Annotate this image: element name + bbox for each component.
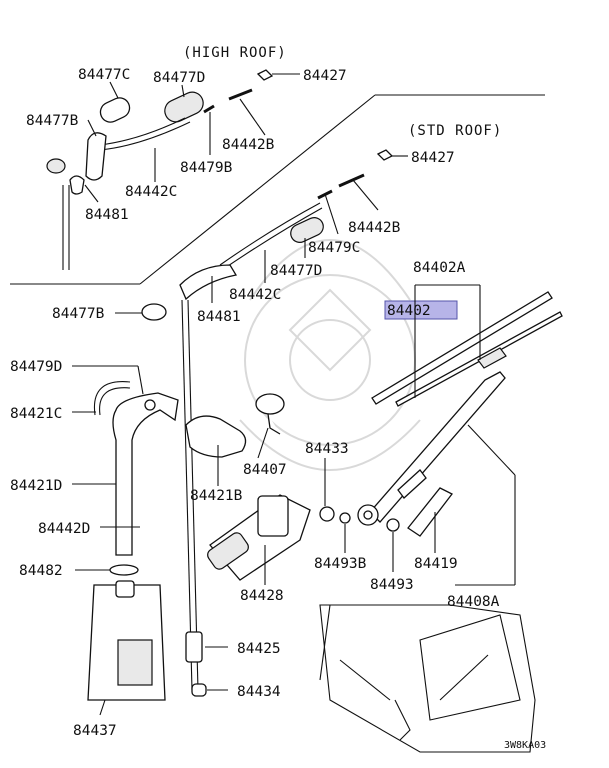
label-84493: 84493: [370, 577, 414, 593]
leader-lines: [72, 73, 436, 716]
label-84427-high: 84427: [303, 68, 347, 84]
label-84442C-high: 84442C: [125, 184, 177, 200]
high-roof-parts: [46, 69, 274, 270]
label-84493B: 84493B: [314, 556, 367, 572]
label-84421D: 84421D: [10, 478, 62, 494]
label-84419: 84419: [414, 556, 458, 572]
label-84433: 84433: [305, 441, 349, 457]
label-84442B-high: 84442B: [222, 137, 275, 153]
wiper-assembly: [319, 284, 563, 586]
vehicle-sketch: [319, 604, 536, 753]
label-84477D-std: 84477D: [270, 263, 322, 279]
label-84428: 84428: [240, 588, 284, 604]
watermark-emblem: [239, 239, 421, 471]
label-84437: 84437: [73, 723, 117, 739]
label-84482: 84482: [19, 563, 63, 579]
label-84477B-top: 84477B: [26, 113, 79, 129]
figure-code: 3W8KA03: [504, 740, 546, 751]
label-84402: 84402: [387, 303, 431, 319]
label-84421B: 84421B: [190, 488, 243, 504]
label-84425: 84425: [237, 641, 281, 657]
label-84477C: 84477C: [78, 67, 130, 83]
label-84442C-std: 84442C: [229, 287, 281, 303]
label-84421C: 84421C: [10, 406, 62, 422]
label-84477D-high: 84477D: [153, 70, 205, 86]
label-84479B: 84479B: [180, 160, 233, 176]
label-84481-std: 84481: [197, 309, 241, 325]
label-84481-high: 84481: [85, 207, 129, 223]
highlight-box: [384, 300, 458, 320]
label-84402A: 84402A: [413, 260, 466, 276]
motor-pump: [185, 393, 311, 581]
label-84479C: 84479C: [308, 240, 360, 256]
hose-tank: [87, 381, 207, 701]
label-84427-std: 84427: [411, 150, 455, 166]
label-84442D: 84442D: [38, 521, 90, 537]
label-84477B-mid: 84477B: [52, 306, 105, 322]
section-dividers: [10, 94, 545, 285]
heading-high-roof: (HIGH ROOF): [183, 45, 287, 61]
heading-std-roof: (STD ROOF): [408, 123, 502, 139]
label-84407: 84407: [243, 462, 287, 478]
label-84442B-std: 84442B: [348, 220, 401, 236]
label-84479D: 84479D: [10, 359, 62, 375]
label-84434: 84434: [237, 684, 281, 700]
label-84408A: 84408A: [447, 594, 500, 610]
